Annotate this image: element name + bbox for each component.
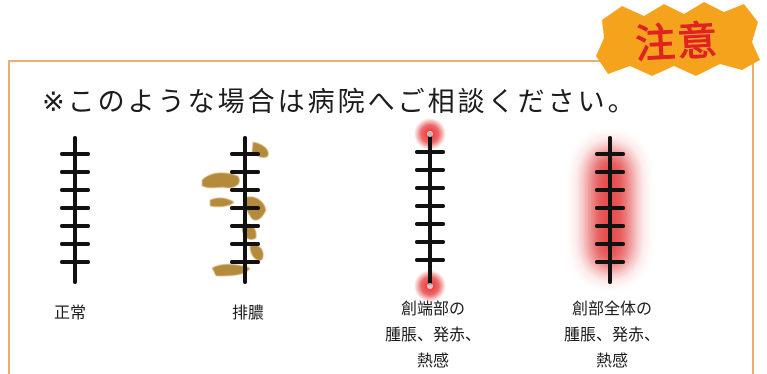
caption-line: 創部全体の: [571, 299, 652, 318]
caption-line: 腫脹、発赤、: [384, 325, 481, 344]
suture-wound-end-inflamed-icon: [414, 118, 446, 302]
suture-discharge-icon: [202, 136, 269, 284]
page-heading: ※このような場合は病院へご相談ください。: [42, 87, 638, 118]
caution-badge-shape: [596, 2, 760, 76]
caption-wound-end: 創端部の 腫脹、発赤、 熱感: [368, 296, 498, 374]
panel-whole-wound: [560, 120, 660, 290]
caption-line: 腫脹、発赤、: [563, 325, 660, 344]
caption-discharge: 排膿: [232, 300, 264, 326]
caption-line: 排膿: [232, 303, 265, 322]
panel-wound-end: [392, 118, 472, 302]
caption-line: 創端部の: [400, 299, 465, 318]
caution-badge: 注意: [592, 2, 762, 78]
suture-whole-wound-inflamed-icon: [588, 136, 632, 284]
caption-normal: 正常: [54, 300, 86, 326]
caution-label: 注意: [634, 17, 721, 69]
panel-normal: [40, 120, 110, 290]
panel-discharge: [198, 120, 288, 290]
suture-normal-icon: [60, 136, 90, 284]
caption-line: 正常: [54, 303, 87, 322]
caption-line: 熱感: [416, 351, 449, 370]
caption-whole-wound: 創部全体の 腫脹、発赤、 熱感: [542, 296, 682, 374]
caption-line: 熱感: [595, 351, 628, 370]
